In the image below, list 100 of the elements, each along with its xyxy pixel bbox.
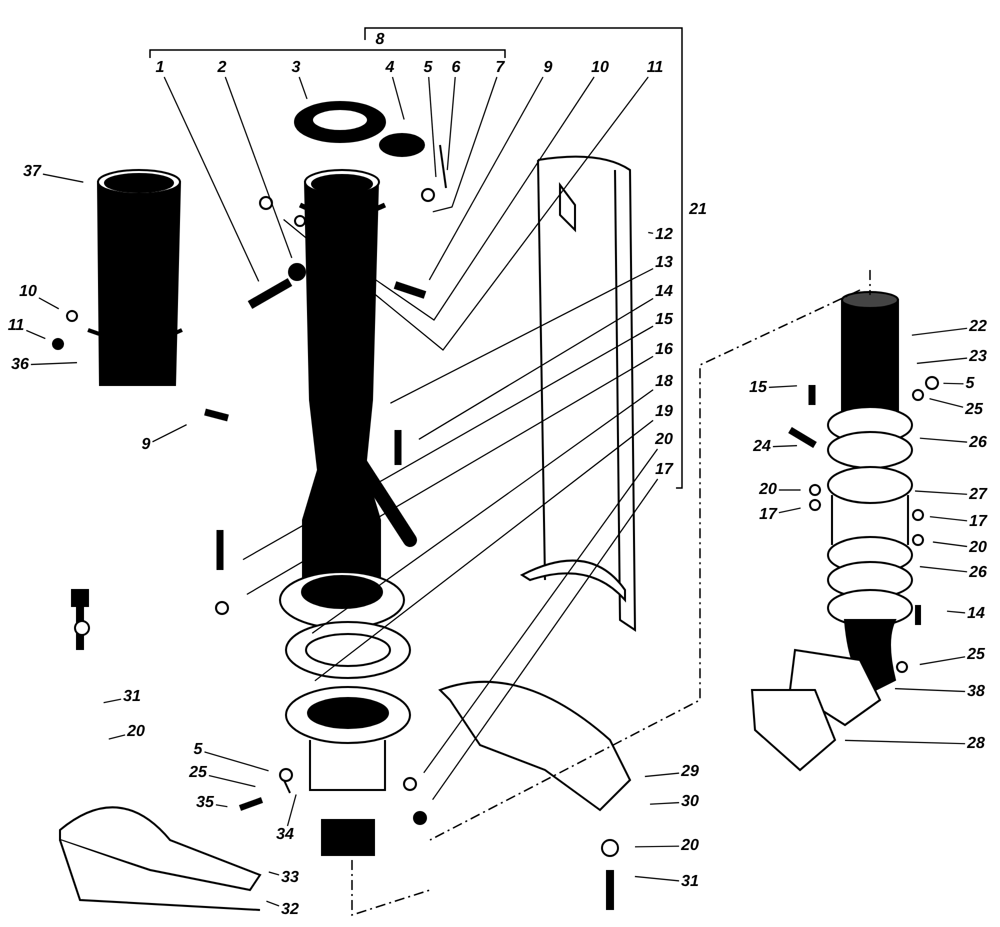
leader-line [38, 297, 60, 310]
callout-number: 37 [23, 164, 41, 180]
callout-number: 19 [655, 404, 673, 420]
leader-line [634, 876, 680, 882]
leader-line [943, 382, 964, 384]
leader-line [635, 846, 680, 848]
leader-line [108, 734, 126, 740]
callout-number: 24 [753, 439, 771, 455]
leader-line [42, 174, 84, 183]
callout-number: 15 [655, 312, 673, 328]
leader-line [428, 76, 544, 280]
leader-line [418, 298, 654, 440]
callout-number: 11 [8, 318, 24, 334]
leader-line [392, 76, 405, 120]
leader-line [650, 802, 680, 805]
leader-line [432, 76, 498, 212]
callout-number: 28 [967, 736, 985, 752]
leader-line [242, 326, 654, 560]
callout-number: 17 [655, 462, 673, 478]
callout-number: 26 [969, 565, 987, 581]
leader-line [30, 362, 78, 366]
leader-line [894, 688, 966, 692]
callout-number: 4 [386, 60, 394, 76]
leader-line [920, 656, 966, 666]
callout-number: 29 [681, 764, 699, 780]
leader-line [929, 398, 964, 408]
callout-number: 30 [681, 794, 699, 810]
leader-line [778, 489, 801, 491]
callout-number: 6 [452, 60, 460, 76]
leader-line [423, 448, 658, 774]
leader-line [920, 438, 968, 443]
callout-number: 22 [969, 319, 987, 335]
callout-number: 5 [194, 742, 202, 758]
callout-number: 31 [123, 689, 141, 705]
leader-line [778, 508, 801, 514]
callout-number: 1 [156, 60, 164, 76]
leader-line [216, 804, 228, 808]
callout-number: 17 [759, 507, 777, 523]
callout-number: 31 [681, 874, 699, 890]
callout-number: 20 [681, 838, 699, 854]
leader-line [446, 76, 456, 170]
leader-line [428, 76, 436, 178]
leader-line [298, 76, 308, 100]
callout-number: 38 [967, 684, 985, 700]
assembly-callout-number: 8 [376, 32, 384, 48]
callout-number: 13 [655, 255, 673, 271]
callout-number: 11 [646, 60, 664, 76]
leader-line [204, 751, 269, 772]
leader-line [772, 445, 798, 448]
callout-number: 33 [281, 870, 299, 886]
leader-line [912, 328, 968, 336]
callout-number: 3 [292, 60, 300, 76]
callout-number: 20 [969, 540, 987, 556]
leader-line [920, 566, 968, 572]
leader-line [432, 478, 658, 800]
leader-line [768, 385, 798, 388]
callout-number: 35 [196, 795, 214, 811]
callout-number: 23 [969, 349, 987, 365]
leader-line [930, 516, 968, 522]
callout-number: 15 [749, 380, 767, 396]
callout-number: 16 [655, 342, 673, 358]
leader-line [932, 541, 968, 548]
callout-number: 7 [496, 60, 504, 76]
callout-number: 2 [218, 60, 226, 76]
leader-line [246, 356, 654, 595]
leader-line [164, 76, 260, 282]
callout-number: 27 [969, 487, 987, 503]
callout-number: 10 [591, 60, 609, 76]
leader-line [946, 610, 966, 614]
leader-line [914, 490, 968, 495]
callout-number: 9 [544, 60, 552, 76]
callout-number: 5 [966, 376, 974, 392]
callout-number: 26 [969, 435, 987, 451]
callout-number: 20 [759, 482, 777, 498]
callout-number: 25 [967, 647, 985, 663]
callout-number: 34 [276, 827, 294, 843]
leader-line [314, 420, 654, 682]
assembly-callout-number: 21 [689, 202, 707, 218]
callout-number: 25 [965, 402, 983, 418]
callout-number: 25 [189, 765, 207, 781]
callout-number: 20 [127, 724, 145, 740]
leader-line [286, 794, 297, 826]
callout-number: 36 [11, 357, 29, 373]
callout-number: 10 [19, 284, 37, 300]
leader-line [26, 330, 46, 340]
leader-line [644, 772, 680, 778]
leader-line [916, 358, 968, 364]
callout-number: 32 [281, 902, 299, 918]
leader-line [390, 268, 654, 404]
leader-line [844, 740, 966, 744]
callout-number: 17 [969, 514, 987, 530]
callout-number: 14 [655, 284, 673, 300]
callout-number: 14 [967, 606, 985, 622]
callout-number: 9 [142, 437, 150, 453]
leader-line [103, 698, 122, 704]
leader-line [312, 389, 654, 634]
leader-line [208, 775, 256, 788]
leader-line [224, 76, 292, 258]
leader-line [268, 871, 280, 876]
leader-line [266, 900, 280, 906]
